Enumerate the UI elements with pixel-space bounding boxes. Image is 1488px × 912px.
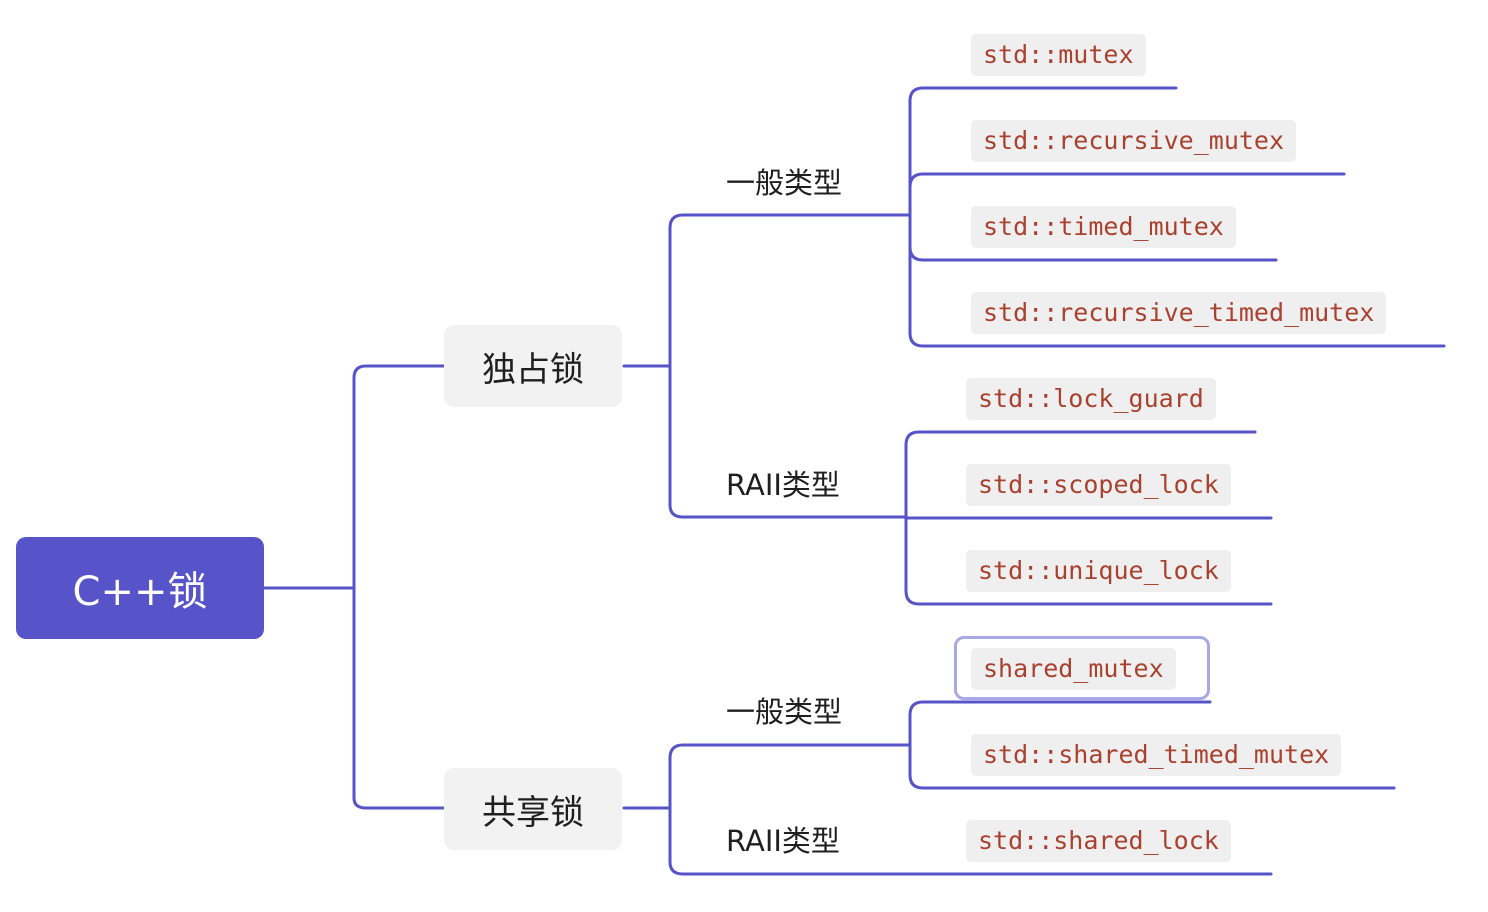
- connector-exclusive: [352, 364, 446, 380]
- leaf-shared-mutex[interactable]: shared_mutex: [971, 648, 1176, 690]
- leaf-std-recursive-mutex[interactable]: std::recursive_mutex: [971, 120, 1297, 162]
- leaf-std-mutex[interactable]: std::mutex: [971, 34, 1146, 76]
- connector-leaf-recursive-timed-mutex: [908, 331, 1446, 348]
- connector-leaf-timed-mutex: [908, 245, 1278, 262]
- leaf-std-scoped-lock[interactable]: std::scoped_lock: [966, 464, 1231, 506]
- connector-leaf-shared-timed-mutex: [908, 773, 1396, 790]
- topic-exclusive-lock[interactable]: 独占锁: [444, 325, 622, 407]
- leaf-std-lock-guard[interactable]: std::lock_guard: [966, 378, 1216, 420]
- subtopic-exclusive-raii[interactable]: RAII类型: [726, 468, 840, 502]
- connector-leaf-shared-mutex: [908, 700, 1212, 717]
- connector-exclusive-raii: [668, 503, 908, 519]
- connector-leaf-recursive-mutex: [908, 172, 1346, 189]
- subtopic-exclusive-general[interactable]: 一般类型: [726, 166, 843, 200]
- connector-leaf-mutex: [908, 86, 1178, 103]
- subtopic-shared-raii[interactable]: RAII类型: [726, 824, 840, 858]
- selection-frame: [954, 636, 1210, 700]
- subtopic-shared-general[interactable]: 一般类型: [726, 695, 843, 729]
- connector-leaf-unique-lock: [904, 589, 1273, 606]
- leaf-std-shared-lock[interactable]: std::shared_lock: [966, 820, 1231, 862]
- leaf-std-shared-timed-mutex[interactable]: std::shared_timed_mutex: [971, 734, 1342, 776]
- connector-shared: [352, 796, 446, 810]
- connector-leaf-lock-guard: [904, 430, 1257, 447]
- connector-exclusive-general: [668, 213, 912, 230]
- topic-shared-lock[interactable]: 共享锁: [444, 768, 622, 850]
- leaf-std-unique-lock[interactable]: std::unique_lock: [966, 550, 1231, 592]
- root-topic[interactable]: C++锁: [16, 537, 264, 639]
- leaf-std-recursive-timed-mutex[interactable]: std::recursive_timed_mutex: [971, 292, 1387, 334]
- connector-shared-general: [668, 743, 912, 760]
- leaf-std-timed-mutex[interactable]: std::timed_mutex: [971, 206, 1236, 248]
- connector-shared-raii: [668, 860, 1273, 876]
